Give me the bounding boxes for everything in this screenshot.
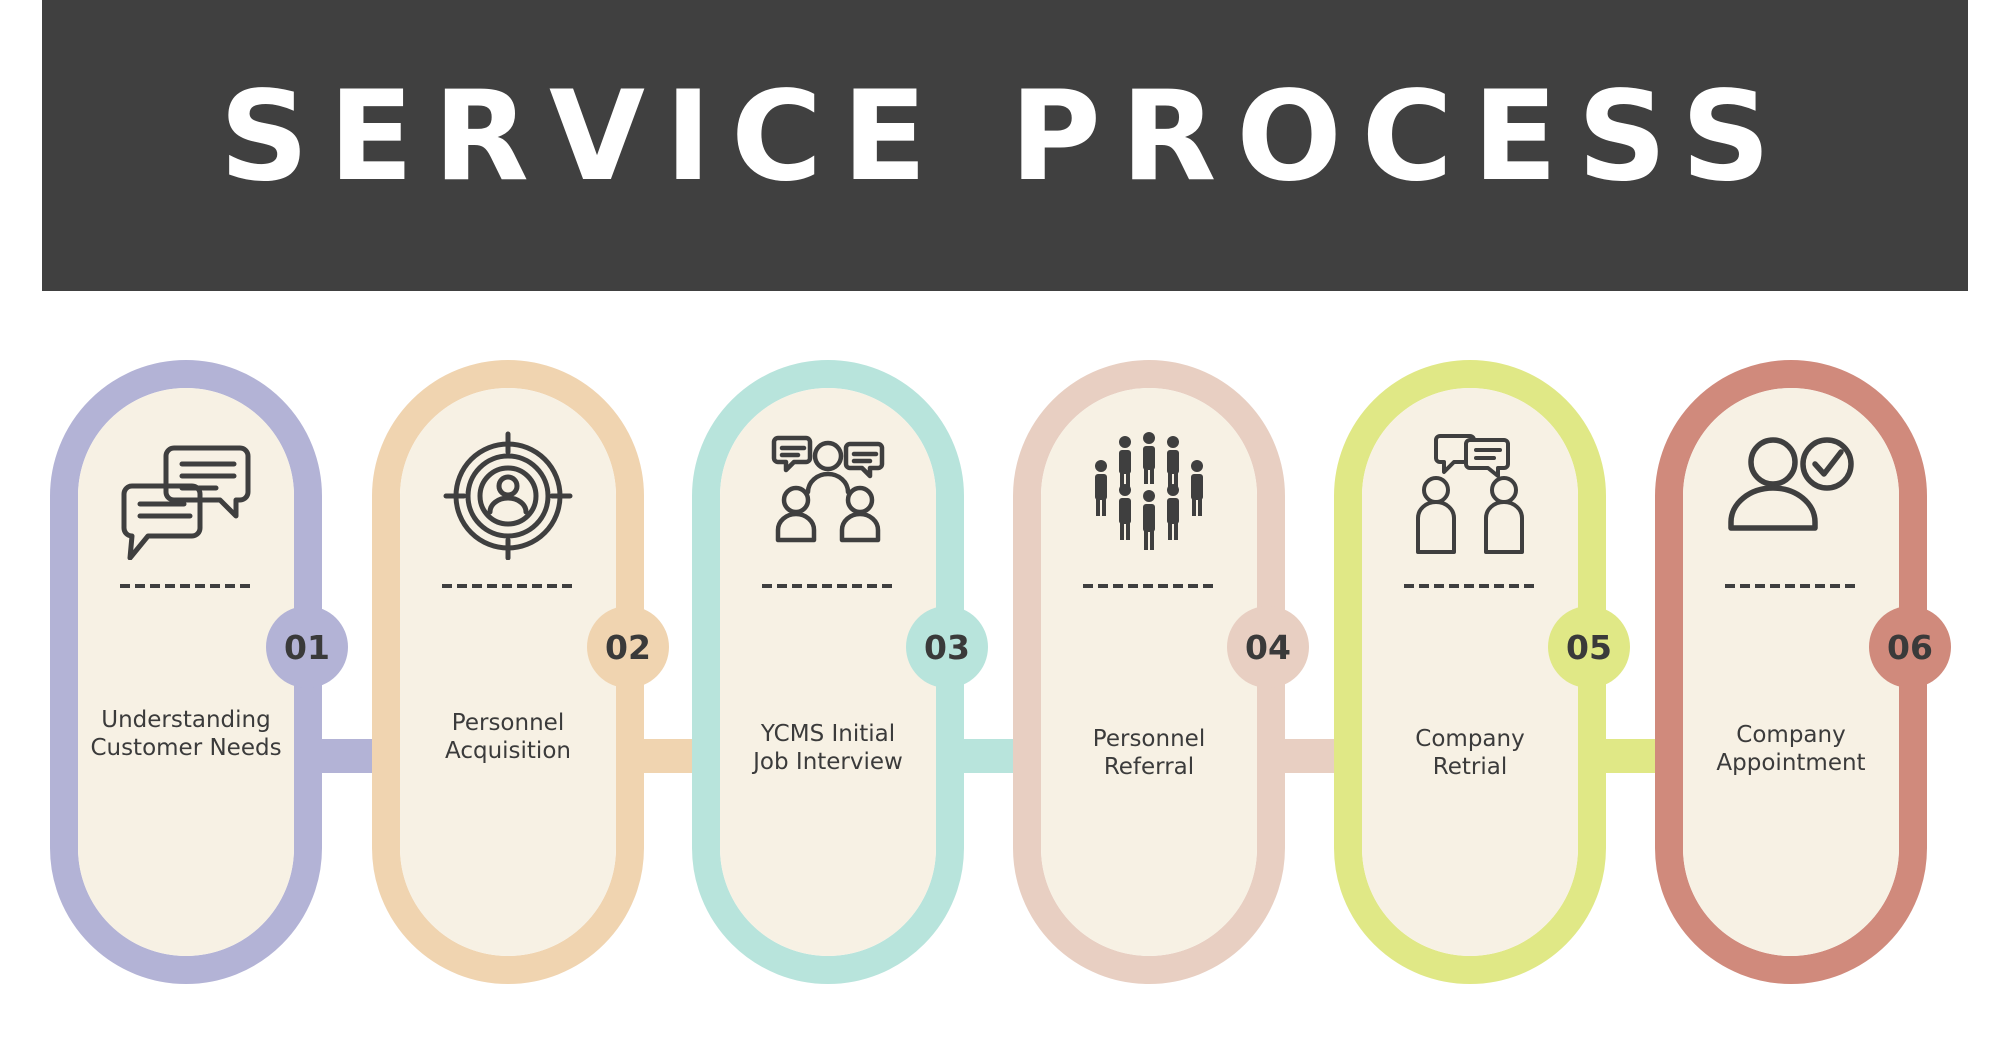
dashed-divider <box>1404 584 1534 588</box>
step-label: Personnel Referral <box>1013 725 1285 781</box>
target-person-icon <box>438 430 578 560</box>
step-number-badge-6: 06 <box>1869 606 1951 688</box>
page-title: SERVICE PROCESS <box>219 64 1791 209</box>
dashed-divider <box>120 584 250 588</box>
step-label-line-1: YCMS Initial <box>760 721 896 747</box>
step-label-line-1: Company <box>1415 726 1525 752</box>
step-label-line-2: Appointment <box>1716 750 1866 776</box>
step-panel <box>1362 388 1578 956</box>
step-number-badge-4: 04 <box>1227 606 1309 688</box>
step-label-line-2: Retrial <box>1432 754 1508 780</box>
step-label: Personnel Acquisition <box>372 709 644 765</box>
step-panel <box>1683 388 1899 956</box>
step-panel <box>720 388 936 956</box>
step-label: Company Appointment <box>1655 721 1927 777</box>
conversation-icon <box>1400 430 1540 560</box>
dashed-divider <box>762 584 892 588</box>
crowd-icon <box>1079 430 1219 560</box>
step-card-5: Company Retrial <box>1334 360 1606 984</box>
step-card-4: Personnel Referral <box>1013 360 1285 984</box>
step-label: Company Retrial <box>1334 725 1606 781</box>
step-card-2: Personnel Acquisition <box>372 360 644 984</box>
step-card-3: YCMS Initial Job Interview <box>692 360 964 984</box>
step-label-line-1: Personnel <box>1092 726 1206 752</box>
step-panel <box>400 388 616 956</box>
dashed-divider <box>442 584 572 588</box>
interview-icon <box>758 430 898 560</box>
dashed-divider <box>1083 584 1213 588</box>
step-label-line-2: Job Interview <box>753 749 903 775</box>
step-label-line-1: Personnel <box>451 710 565 736</box>
dashed-divider <box>1725 584 1855 588</box>
step-label-line-1: Company <box>1736 722 1846 748</box>
header-banner: SERVICE PROCESS <box>42 0 1968 291</box>
person-check-icon <box>1721 430 1861 560</box>
step-panel <box>1041 388 1257 956</box>
step-number-badge-5: 05 <box>1548 606 1630 688</box>
step-label: YCMS Initial Job Interview <box>692 720 964 776</box>
step-number-badge-2: 02 <box>587 606 669 688</box>
step-number-badge-3: 03 <box>906 606 988 688</box>
chat-bubbles-icon <box>116 430 256 560</box>
step-panel <box>78 388 294 956</box>
step-label: Understanding Customer Needs <box>50 706 322 762</box>
step-card-6: Company Appointment <box>1655 360 1927 984</box>
step-number-badge-1: 01 <box>266 606 348 688</box>
step-label-line-2: Acquisition <box>445 738 571 764</box>
step-label-line-2: Customer Needs <box>90 735 282 761</box>
step-label-line-2: Referral <box>1103 754 1195 780</box>
step-label-line-1: Understanding <box>101 707 271 733</box>
